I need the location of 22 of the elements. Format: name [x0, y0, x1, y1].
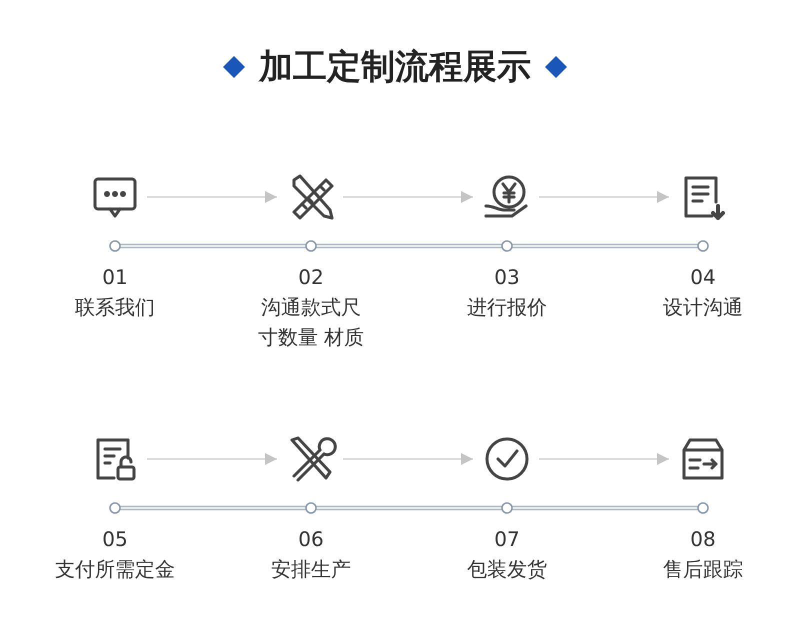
step-label: 支付所需定金: [55, 556, 175, 583]
arrow: [539, 191, 669, 203]
step-number: 07: [494, 526, 520, 553]
step-label: 联系我们: [75, 294, 155, 321]
arrow: [147, 453, 277, 465]
title: 加工定制流程展示: [259, 46, 531, 89]
step-label: 进行报价: [467, 294, 547, 321]
step-label: 售后跟踪: [663, 556, 743, 583]
step-number: 05: [102, 526, 128, 553]
step-number: 02: [298, 264, 324, 291]
step-label: 安排生产: [271, 556, 351, 583]
arrow: [539, 453, 669, 465]
step-label: 设计沟通: [663, 294, 743, 321]
step-label: 沟通款式尺寸数量 材质: [256, 294, 366, 351]
step-number: 06: [298, 526, 324, 553]
step-number: 01: [102, 264, 128, 291]
step-number: 04: [690, 264, 716, 291]
arrow: [147, 191, 277, 203]
step-number: 03: [494, 264, 520, 291]
step-label: 包装发货: [467, 556, 547, 583]
arrow: [343, 453, 473, 465]
step-number: 08: [690, 526, 716, 553]
